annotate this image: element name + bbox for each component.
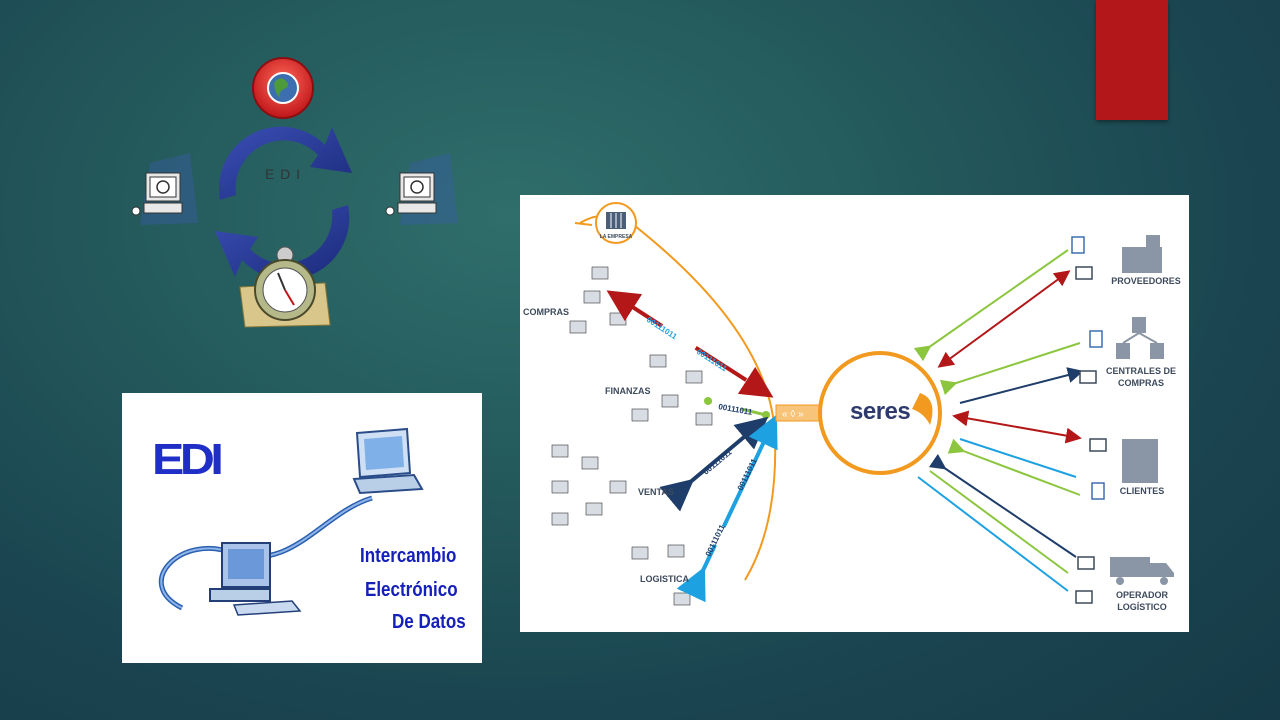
workstation-icons xyxy=(551,266,713,606)
edi-network-illustration xyxy=(158,427,424,616)
edi-logo: EDI xyxy=(152,435,224,484)
globe-icon xyxy=(252,57,314,119)
edi-cycle-diagram: E D I xyxy=(131,57,458,328)
dept-label-logistica: LOGISTICA xyxy=(640,574,689,584)
workstations-ventas xyxy=(551,444,627,526)
workstations-compras xyxy=(569,266,627,334)
truck-icon xyxy=(1110,557,1174,585)
alarm-clock-icon xyxy=(239,246,331,328)
seres-swoosh-icon xyxy=(912,393,933,425)
computer-left-icon xyxy=(131,153,198,225)
dept-label-ventas: VENTAS xyxy=(638,487,674,497)
edi-title-line3: De Datos xyxy=(392,611,466,633)
partner-label-proveedores: PROVEEDORES xyxy=(1111,276,1181,286)
binary-label: 00111011 xyxy=(695,347,729,374)
binary-label: 00111011 xyxy=(718,402,754,417)
binary-label: 00111011 xyxy=(704,523,727,558)
edi-title-line1: Intercambio xyxy=(360,545,457,567)
edi-title-line2: Electrónico xyxy=(365,579,458,601)
partner-label-clientes: CLIENTES xyxy=(1119,486,1165,496)
seres-logo: seres xyxy=(850,398,911,425)
edi-info-panel: EDI Intercambio Electrónico De Datos xyxy=(122,393,482,663)
compras-arrow xyxy=(606,290,774,398)
svg-text:« ◊ »: « ◊ » xyxy=(782,409,804,420)
binary-label: 00111011 xyxy=(645,315,679,342)
company-tag: LA EMPRESA xyxy=(600,234,633,240)
document-icons xyxy=(1071,236,1105,500)
logistica-arrow xyxy=(676,414,778,603)
partner-label-centrales: CENTRALES DE COMPRAS xyxy=(1105,366,1176,388)
seres-hub xyxy=(818,351,942,475)
binary-label: 00111011 xyxy=(702,447,734,476)
computer-right-icon xyxy=(385,153,458,225)
dept-label-compras: COMPRAS xyxy=(523,307,570,317)
laptop-icon xyxy=(352,427,424,495)
finanzas-arrow xyxy=(707,399,767,417)
office-building-icon xyxy=(1122,439,1158,483)
desktop-computer-icon xyxy=(209,542,302,616)
distribution-center-icon xyxy=(1116,317,1164,359)
partner-label-operador: OPERADOR LOGÍSTICO xyxy=(1115,590,1168,612)
connector-link-icon: « ◊ » xyxy=(775,404,833,422)
corner-accent-tab xyxy=(1096,0,1168,120)
cycle-label: E D I xyxy=(265,166,301,182)
factory-icon xyxy=(1122,235,1162,273)
envelope-icons xyxy=(1075,266,1107,604)
binary-label: 00111011 xyxy=(736,457,759,492)
dept-label-finanzas: FINANZAS xyxy=(605,386,651,396)
seres-network-diagram: LA EMPRESA 00111011 00111011 00111011 00… xyxy=(520,195,1189,632)
sync-arrows-icon xyxy=(215,126,352,280)
